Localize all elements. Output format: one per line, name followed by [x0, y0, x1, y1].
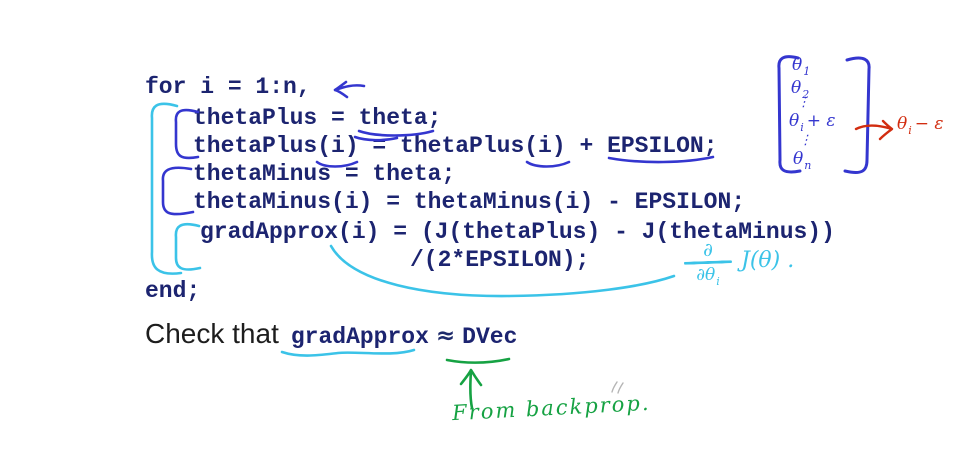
code-line-end: end; — [145, 278, 201, 304]
vector-right-bracket — [843, 56, 871, 175]
code-line-thetaplus: thetaPlus = theta; — [193, 105, 442, 131]
underline-i-second — [525, 160, 571, 168]
vector-entry-theta-i-plus-eps: θi+ ε — [789, 111, 836, 134]
cost-function-j-theta: J(θ) . — [741, 248, 795, 273]
code-line-thetaplus-i: thetaPlus(i) = thetaPlus(i) + EPSILON; — [193, 133, 718, 159]
bracket-thetaminus-pair — [161, 166, 195, 216]
code-line-gradapprox: gradApprox(i) = (J(thetaPlus) - J(thetaM… — [200, 219, 835, 245]
gradapprox-token: gradApprox — [290, 324, 429, 350]
red-theta-minus-eps-note: θi− ε — [897, 114, 944, 137]
dvec-token: DVec — [462, 324, 518, 350]
outer-loop-bracket — [150, 102, 183, 275]
vector-ellipsis-bottom: ⋮ — [799, 133, 812, 148]
bracket-gradapprox-pair — [174, 222, 202, 271]
code-line-for: for i = 1:n, — [145, 74, 311, 100]
vector-entry-theta-n: θn — [793, 149, 812, 172]
check-statement: Check that gradApprox ≈ DVec — [145, 318, 517, 350]
code-line-epsilon-div: /(2*EPSILON); — [410, 247, 590, 273]
underline-gradapprox-cyan — [280, 348, 416, 357]
vector-entry-theta-1: θ1 — [792, 55, 811, 78]
code-line-thetaminus: thetaMinus = theta; — [193, 161, 456, 187]
check-prefix-text: Check that — [145, 318, 279, 349]
from-backprop-note: From backprop. — [451, 390, 652, 426]
left-arrow-icon — [333, 80, 366, 99]
right-arrow-icon — [854, 119, 894, 141]
partial-derivative-note: ∂ ∂θi J(θ) . — [683, 240, 795, 288]
code-line-thetaminus-i: thetaMinus(i) = thetaMinus(i) - EPSILON; — [193, 189, 746, 215]
underline-dvec-green — [445, 357, 511, 364]
derivative-fraction: ∂ ∂θi — [683, 240, 733, 288]
approx-symbol: ≈ — [435, 323, 456, 349]
vector-ellipsis-top: ⋮ — [797, 95, 810, 110]
